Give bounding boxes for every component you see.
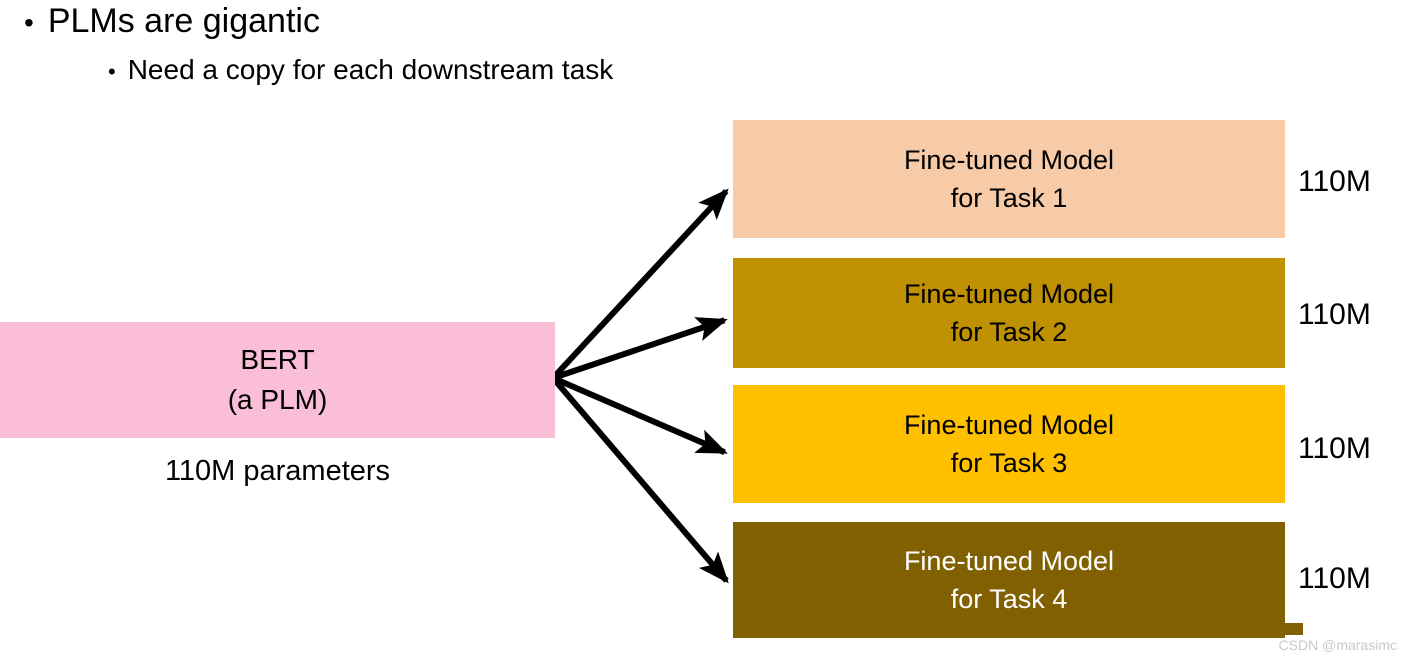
arrow-to-task-1 bbox=[550, 188, 729, 381]
task-box-1-line-1: Fine-tuned Model bbox=[903, 144, 1115, 175]
task-box-4-line-2: for Task 4 bbox=[950, 584, 1068, 614]
arrow-to-task-3 bbox=[551, 375, 728, 455]
bullet-marker-icon: • bbox=[108, 59, 116, 84]
watermark-text: CSDN @marasimc bbox=[1278, 637, 1397, 653]
fine-tuned-model-box-task-4: Fine-tuned Model for Task 4 bbox=[733, 522, 1285, 638]
task-box-1-line-2: for Task 1 bbox=[950, 183, 1068, 213]
fine-tuned-model-box-task-3: Fine-tuned Model for Task 3 bbox=[733, 385, 1285, 503]
task-box-3-line-2: for Task 3 bbox=[950, 448, 1068, 478]
bullet-level-1: • PLMs are gigantic bbox=[24, 2, 320, 41]
size-label-task-1: 110M bbox=[1298, 165, 1371, 198]
bert-source-box: BERT (a PLM) bbox=[0, 322, 555, 438]
bullet-level-1-text: PLMs are gigantic bbox=[47, 2, 320, 40]
task-box-4-line-1: Fine-tuned Model bbox=[903, 545, 1115, 576]
bert-parameter-caption: 110M parameters bbox=[164, 455, 391, 487]
arrow-to-task-4 bbox=[550, 376, 729, 584]
task-box-2-line-2: for Task 2 bbox=[950, 317, 1068, 347]
size-label-task-3: 110M bbox=[1298, 432, 1371, 465]
bullet-marker-icon: • bbox=[24, 7, 34, 38]
fine-tuned-model-box-task-1: Fine-tuned Model for Task 1 bbox=[733, 120, 1285, 238]
fine-tuned-model-box-task-2: Fine-tuned Model for Task 2 bbox=[733, 258, 1285, 368]
task-box-3-line-1: Fine-tuned Model bbox=[903, 409, 1115, 440]
watermark-swatch bbox=[1277, 623, 1303, 635]
bullet-level-2-text: Need a copy for each downstream task bbox=[127, 54, 614, 85]
bert-box-line-1: BERT bbox=[240, 344, 315, 376]
arrow-to-task-2 bbox=[552, 317, 728, 381]
size-label-task-4: 110M bbox=[1298, 562, 1371, 595]
task-box-2-line-1: Fine-tuned Model bbox=[903, 278, 1115, 309]
bert-box-line-2: (a PLM) bbox=[227, 384, 328, 415]
size-label-task-2: 110M bbox=[1298, 298, 1371, 331]
bullet-level-2: • Need a copy for each downstream task bbox=[108, 54, 613, 86]
